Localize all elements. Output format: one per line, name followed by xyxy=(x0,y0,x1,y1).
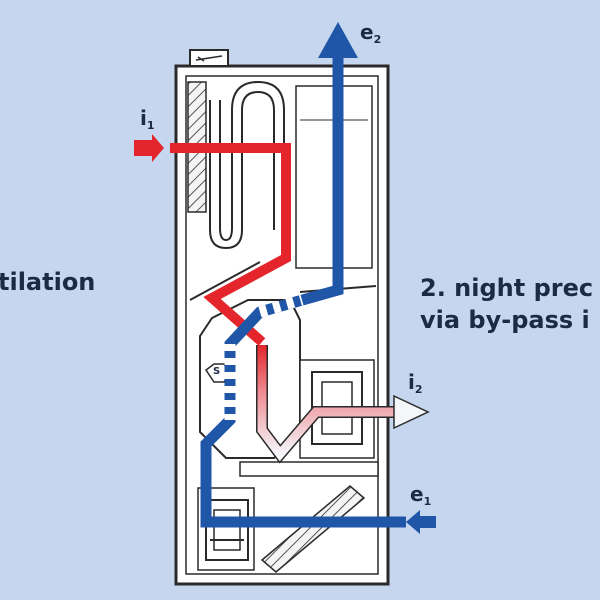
bypass-symbol-label: S xyxy=(213,366,221,377)
unit-inner-frame xyxy=(185,75,379,575)
caption-right-line2: via by-pass i xyxy=(420,306,590,334)
heater-coil xyxy=(209,80,285,250)
label-i1: i1 xyxy=(140,106,155,132)
flow-path-i1 xyxy=(134,134,291,346)
arrow-i2-head xyxy=(393,394,430,430)
label-e2: e2 xyxy=(360,20,382,46)
filter-exhaust xyxy=(260,485,366,573)
caption-right-line1: 2. night prec xyxy=(420,274,594,302)
arrow-e2-head xyxy=(318,22,358,58)
label-e1: e1 xyxy=(410,482,432,508)
flow-path-i2 xyxy=(256,345,430,464)
flow-path-e1-e2 xyxy=(200,22,436,534)
caption-left: tilation xyxy=(0,268,96,296)
arrow-e1-head xyxy=(406,510,436,534)
label-i2: i2 xyxy=(408,370,423,396)
arrow-i1-head xyxy=(134,134,164,162)
